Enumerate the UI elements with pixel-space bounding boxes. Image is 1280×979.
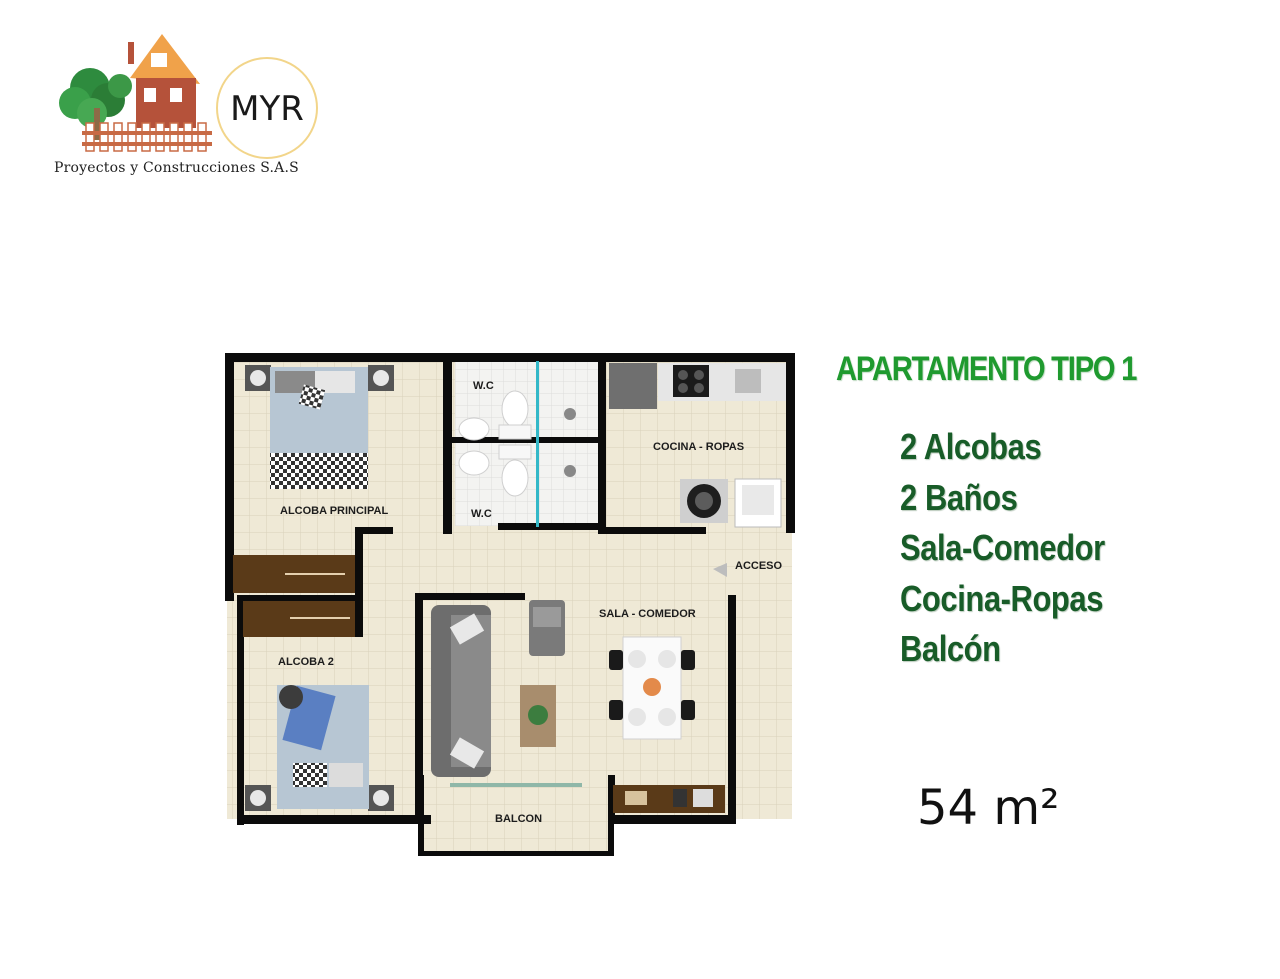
room-label-sala-comedor: SALA - COMEDOR	[599, 608, 696, 620]
area-label: 54 m²	[917, 780, 1060, 836]
logo-brand-text: MYR	[230, 89, 304, 129]
floor-plan: ALCOBA PRINCIPAL W.C W.C COCINA - ROPAS …	[215, 345, 805, 865]
feature-item: 2 Baños	[900, 476, 1018, 518]
room-label-balcon: BALCON	[495, 813, 542, 825]
apartment-type-title: APARTAMENTO TIPO 1	[836, 350, 1137, 388]
floor-plan-drawing: ALCOBA PRINCIPAL W.C W.C COCINA - ROPAS …	[225, 353, 795, 856]
room-label-wc-bottom: W.C	[471, 508, 492, 520]
room-label-alcoba-principal: ALCOBA PRINCIPAL	[280, 505, 388, 517]
room-label-wc-top: W.C	[473, 380, 494, 392]
room-label-cocina-ropas: COCINA - ROPAS	[653, 441, 744, 453]
company-logo: MYR	[50, 28, 350, 188]
feature-item: Cocina-Ropas	[900, 577, 1104, 619]
room-label-alcoba-2: ALCOBA 2	[278, 656, 334, 668]
house-tree-logo-icon: MYR	[59, 34, 318, 159]
feature-item: Balcón	[900, 628, 1001, 669]
room-label-acceso: ACCESO	[735, 560, 783, 572]
features-list: 2 Alcobas 2 Baños Sala-Comedor Cocina-Ro…	[900, 422, 1138, 675]
logo-caption: Proyectos y Construcciones S.A.S	[54, 160, 299, 176]
feature-item: Sala-Comedor	[900, 527, 1105, 568]
feature-item: 2 Alcobas	[900, 426, 1042, 467]
